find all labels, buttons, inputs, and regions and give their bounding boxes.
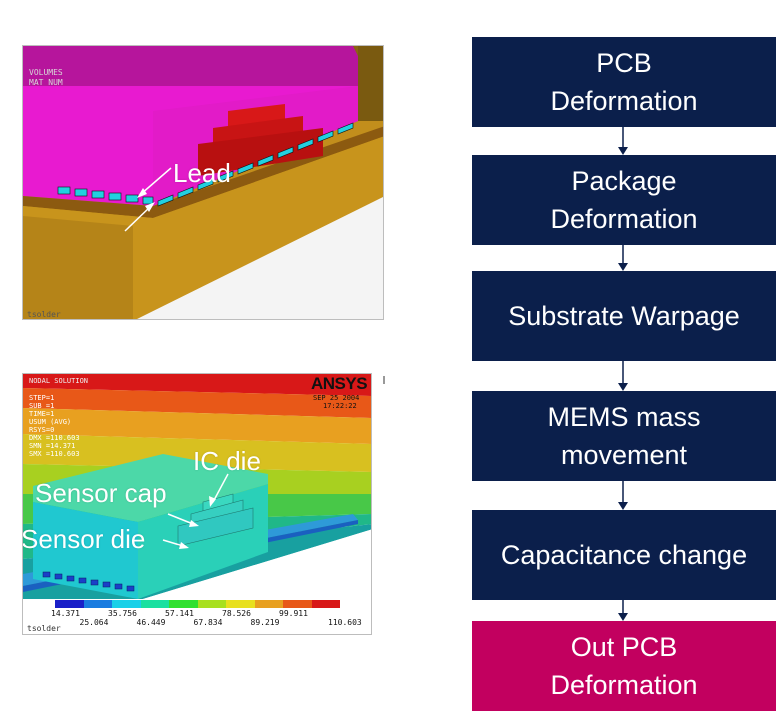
legend-bottom-label: 110.603 (328, 618, 362, 627)
time-line: TIME=1 (29, 410, 55, 418)
flow-step-text: MEMS mass movement (547, 398, 700, 474)
flow-arrow-5 (618, 600, 628, 621)
legend-top-label: 78.526 (222, 609, 251, 618)
legend-swatch-6 (197, 600, 226, 608)
legend-swatch-9 (283, 600, 312, 608)
flow-step-text: Substrate Warpage (508, 297, 740, 335)
contour-legend-bar (55, 600, 340, 608)
legend-swatch-3 (112, 600, 141, 608)
label-lead: Lead (173, 158, 231, 188)
flow-step-text: PCB Deformation (550, 44, 697, 120)
flow-step-line1: Out PCB (570, 632, 678, 662)
legend-bottom-label: 89.219 (250, 618, 280, 627)
flow-arrow-1 (618, 127, 628, 155)
label-sensor-die: Sensor die (22, 524, 146, 554)
mat-num-text: MAT NUM (29, 78, 63, 87)
legend-top-label: 14.371 (51, 609, 80, 618)
flow-arrow-head (618, 383, 628, 391)
volumes-text: VOLUMES (29, 68, 63, 77)
rsys-line: RSYS=0 (29, 426, 55, 434)
solution-time: 17:22:22 (323, 402, 357, 410)
flow-step-line1: MEMS mass (547, 402, 701, 432)
flow-arrow-head (618, 613, 628, 621)
legend-top-label: 57.141 (165, 609, 194, 618)
tsolder-text-2: tsolder (27, 624, 61, 633)
step-line: STEP=1 (29, 394, 55, 402)
flow-step-text: Out PCB Deformation (550, 628, 697, 704)
flow-step-line1: Package (571, 166, 677, 196)
legend-bottom-label: 25.064 (79, 618, 109, 627)
smn-line: SMN =14.371 (29, 442, 76, 450)
flow-step-5: Capacitance change (472, 510, 776, 600)
package-model-render (23, 46, 383, 319)
legend-swatch-2 (83, 600, 112, 608)
tsolder-text: tsolder (27, 310, 61, 319)
legend-swatch-1 (55, 600, 84, 608)
legend-swatch-4 (140, 600, 169, 608)
flow-step-text: Capacitance change (501, 536, 747, 574)
flow-step-line1: Capacitance change (500, 540, 748, 570)
flow-step-line2: Deformation (550, 86, 698, 116)
flow-arrow-3 (618, 361, 628, 391)
legend-top-label: 35.756 (108, 609, 137, 618)
flow-step-line2: Deformation (550, 670, 698, 700)
label-ic-die: IC die (193, 446, 261, 476)
ansys-logo-text: ANSYS (311, 374, 368, 393)
package-model-figure: VOLUMES MAT NUM tsolder Lead (22, 45, 384, 320)
flow-arrow-head (618, 502, 628, 510)
label-sensor-cap: Sensor cap (35, 478, 167, 508)
nodal-solution-figure: NODAL SOLUTION STEP=1 SUB =1 TIME=1 USUM… (22, 373, 372, 635)
sub-line: SUB =1 (29, 402, 55, 410)
nodal-solution-line: NODAL SOLUTION (29, 377, 89, 385)
legend-swatch-8 (254, 600, 283, 608)
flow-step-line2: Deformation (550, 204, 698, 234)
flow-arrow-4 (618, 481, 628, 510)
flow-arrow-head (618, 263, 628, 271)
ansys-logo: ANSYS (311, 374, 368, 394)
flow-step-line1: PCB (596, 48, 652, 78)
smx-line: SMX =110.603 (29, 450, 80, 458)
flow-step-4: MEMS mass movement (472, 391, 776, 481)
usum-line: USUM (AVG) (29, 418, 72, 426)
legend-bottom-label: 46.449 (136, 618, 166, 627)
flow-step-3: Substrate Warpage (472, 271, 776, 361)
decorative-tick (383, 376, 385, 384)
legend-bottom-label: 67.834 (193, 618, 223, 627)
flow-arrow-2 (618, 245, 628, 271)
flow-arrow-head (618, 147, 628, 155)
dmx-line: DMX =110.603 (29, 434, 80, 442)
legend-swatch-7 (226, 600, 255, 608)
solution-date: SEP 25 2004 (313, 394, 360, 402)
legend-swatch-5 (169, 600, 198, 608)
legend-top-label: 99.911 (279, 609, 308, 618)
flow-step-line2: movement (560, 440, 688, 470)
flow-step-1: PCB Deformation (472, 37, 776, 127)
flow-step-6: Out PCB Deformation (472, 621, 776, 711)
legend-swatch-10 (311, 600, 340, 608)
flow-step-line1: Substrate Warpage (508, 301, 740, 331)
